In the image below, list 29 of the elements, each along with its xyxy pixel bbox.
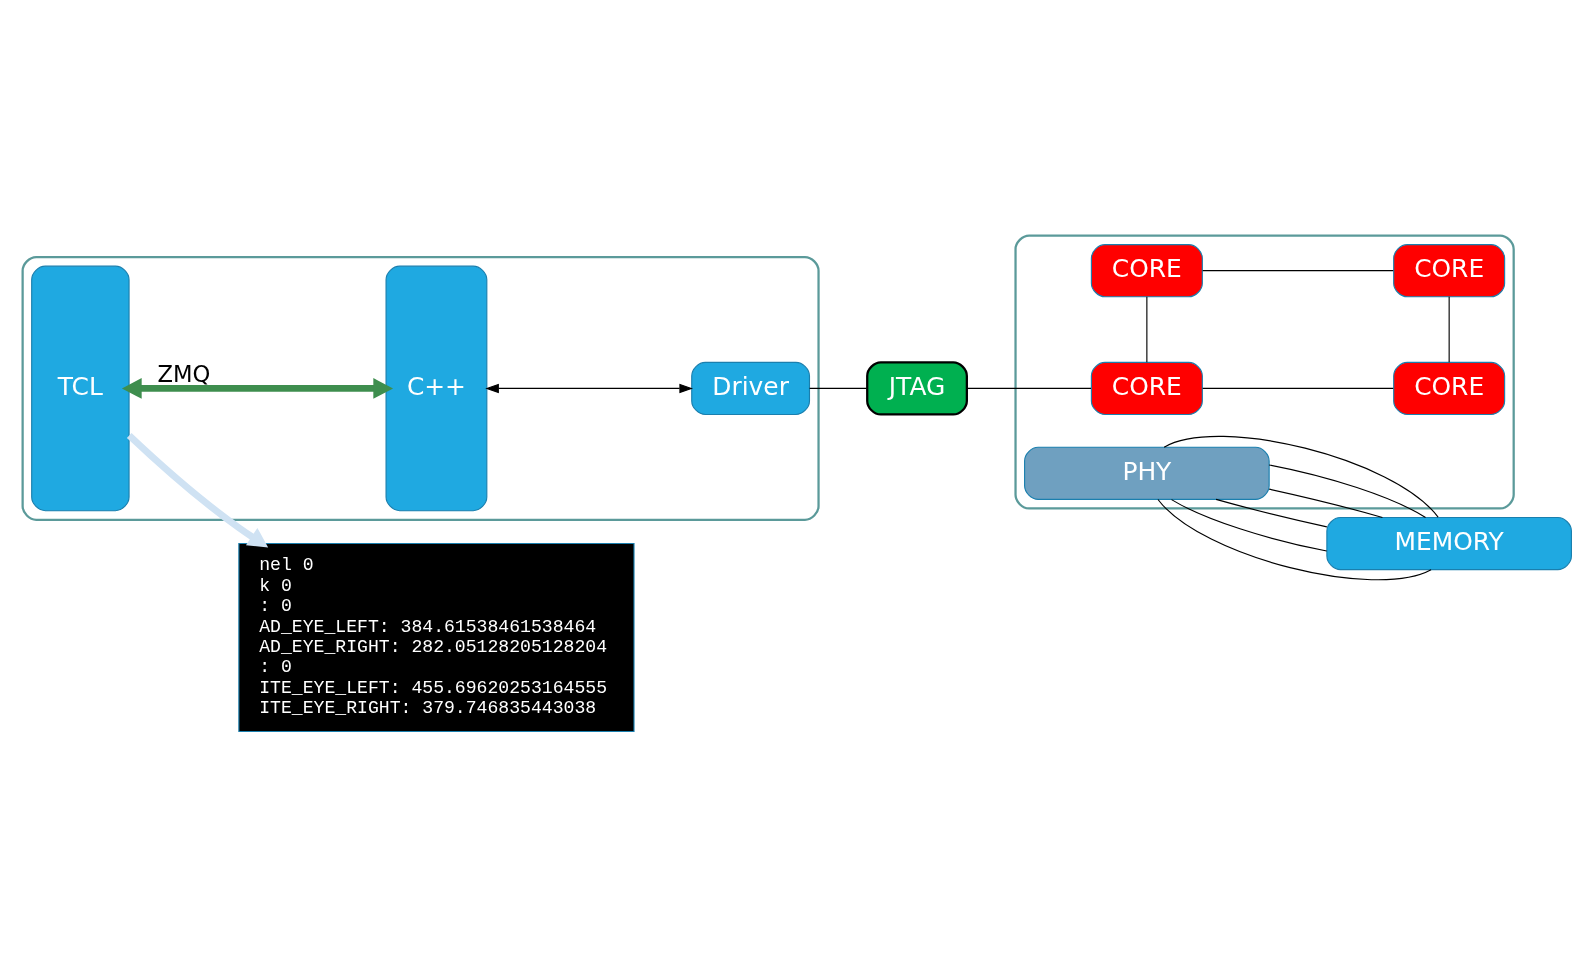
cluster: [1014, 233, 1515, 510]
connector: [1202, 387, 1394, 389]
node-box: C++: [385, 265, 488, 511]
cluster: [21, 255, 820, 521]
connector: [1163, 435, 1439, 518]
node-box: Driver: [691, 361, 811, 415]
connector: [1268, 463, 1427, 518]
node-box: CORE: [1393, 361, 1506, 415]
connector: [966, 387, 1092, 389]
connector: [1157, 498, 1432, 580]
node-box: nel 0 k 0 : 0 AD_EYE_LEFT: 384.61538461538464 AD_EYE_RIGHT: 282.05128205128204 : 0 ITE_EYE_LEFT: 455.69620253164555 ITE_EYE_RIGHT: 379.746835443038: [238, 542, 635, 732]
connector: [1215, 498, 1328, 527]
node-box: MEMORY: [1326, 516, 1572, 570]
connector: [1448, 295, 1450, 363]
connector: [1170, 498, 1328, 552]
node-box: PHY: [1024, 446, 1270, 500]
connector: [1146, 295, 1148, 363]
node-box: CORE: [1090, 361, 1203, 415]
edge-label: ZMQ: [157, 360, 211, 387]
connector: [1268, 488, 1383, 518]
node-box: CORE: [1090, 243, 1203, 297]
arrow: [485, 383, 693, 393]
connector: [809, 387, 868, 389]
arrow: [126, 432, 269, 547]
connector: [1202, 269, 1394, 271]
node-box: TCL: [31, 265, 130, 511]
node-box: JTAG: [866, 360, 968, 416]
node-box: CORE: [1393, 243, 1506, 297]
arrow: [121, 377, 394, 399]
